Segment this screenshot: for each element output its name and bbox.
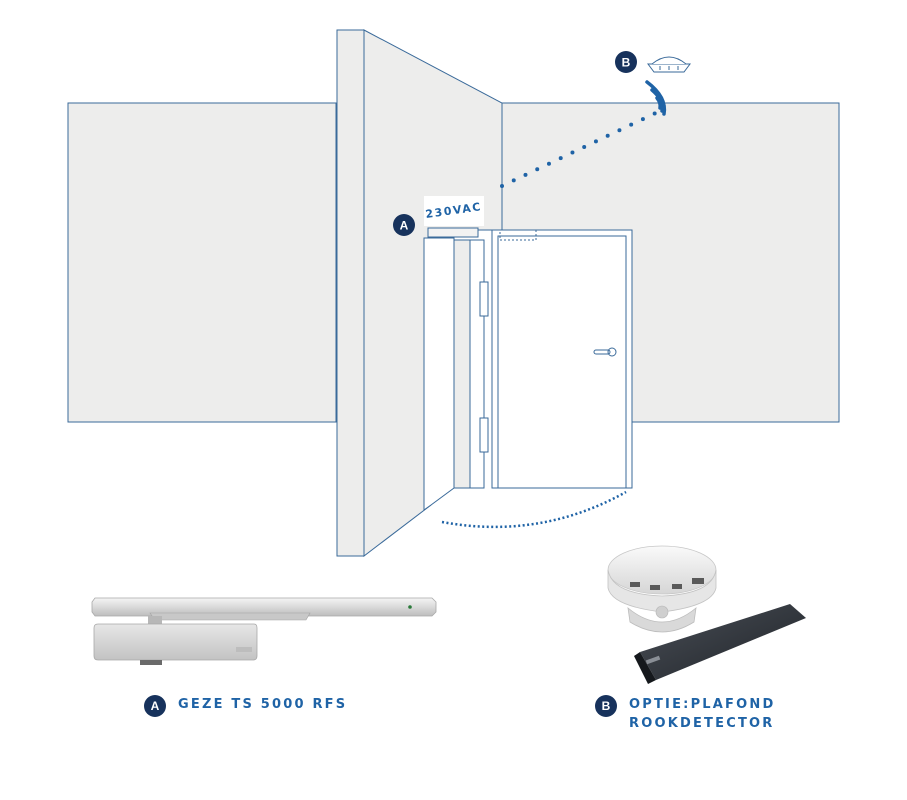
svg-text:B: B: [622, 56, 631, 70]
closer-rail: [428, 228, 478, 237]
caption-b-text: OPTIE:PLAFOND ROOKDETECTOR: [629, 695, 775, 733]
caption-a: A GEZE TS 5000 RFS: [144, 695, 347, 717]
smoke-detector-icon: [648, 57, 690, 72]
side-wall-edge: [337, 30, 364, 556]
door-swing-arc: [442, 492, 626, 527]
door-closer-product-image: [92, 598, 436, 665]
caption-b-badge: B: [595, 695, 617, 717]
door-panel: [498, 236, 626, 488]
smoke-detector-product-image: [608, 546, 806, 684]
svg-text:A: A: [400, 219, 409, 233]
wall-left: [68, 103, 336, 422]
caption-b-line1: OPTIE:PLAFOND: [629, 695, 775, 714]
marker-a: A: [393, 214, 415, 236]
hinge-bottom: [480, 418, 488, 452]
caption-a-line1: GEZE TS 5000 RFS: [178, 695, 347, 714]
caption-a-badge: A: [144, 695, 166, 717]
caption-a-text: GEZE TS 5000 RFS: [178, 695, 347, 714]
hinge-top: [480, 282, 488, 316]
door-frame-left: [424, 238, 454, 510]
caption-b-line2: ROOKDETECTOR: [629, 714, 775, 733]
marker-b: B: [615, 51, 637, 73]
caption-b: B OPTIE:PLAFOND ROOKDETECTOR: [595, 695, 775, 733]
